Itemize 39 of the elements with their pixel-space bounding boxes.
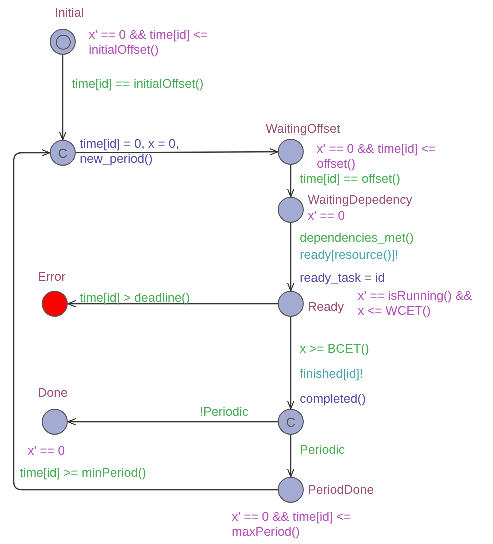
location-name: PeriodDone <box>308 483 374 498</box>
transition-arrow <box>287 317 295 410</box>
location-name: WaitingOffset <box>266 122 340 137</box>
transition-arrow <box>67 418 278 426</box>
location-name: Ready <box>308 300 344 315</box>
committed-location <box>278 409 304 435</box>
invariant-text: x' == 0 <box>308 209 346 224</box>
sync-label: ready[resource()]! <box>300 248 399 263</box>
guard-label: x >= BCET() <box>300 342 370 357</box>
invariant-text: x' == isRunning() && x <= WCET() <box>358 289 474 319</box>
guard-label: dependencies_met() <box>300 231 414 246</box>
committed-mark: C <box>57 144 69 162</box>
location-name: WaitingDepedency <box>308 193 412 208</box>
invariant-text: x' == 0 <box>28 444 66 459</box>
update-label: completed() <box>300 392 366 407</box>
transition-arrow <box>76 148 279 156</box>
guard-label: !Periodic <box>200 405 249 420</box>
sync-label: finished[id]! <box>300 367 364 382</box>
transition-arrow <box>287 165 295 198</box>
invariant-text: x' == 0 && time[id] <= initialOffset() <box>89 28 210 58</box>
update-label: time[id] = 0, x = 0, new_period() <box>80 137 180 167</box>
transition-arrow <box>13 149 278 491</box>
committed-mark: C <box>285 414 297 432</box>
transition-arrow <box>287 223 295 292</box>
transition-arrow <box>67 300 278 308</box>
guard-label: time[id] > deadline() <box>80 291 190 306</box>
transition-arrow <box>287 435 295 478</box>
invariant-text: x' == 0 && time[id] <= maxPeriod() <box>232 510 352 540</box>
invariant-text: x' == 0 && time[id] <= offset() <box>317 142 438 172</box>
location-name: Error <box>38 270 66 285</box>
location-name: Initial <box>55 6 84 21</box>
guard-label: time[id] == initialOffset() <box>72 77 204 92</box>
guard-label: time[id] == offset() <box>300 172 401 187</box>
transition-arrow <box>59 55 67 141</box>
location-name: Done <box>38 386 68 401</box>
guard-label: time[id] >= minPeriod() <box>20 466 146 481</box>
guard-label: Periodic <box>300 443 346 458</box>
committed-location <box>50 140 76 166</box>
update-label: ready_task = id <box>300 271 386 286</box>
